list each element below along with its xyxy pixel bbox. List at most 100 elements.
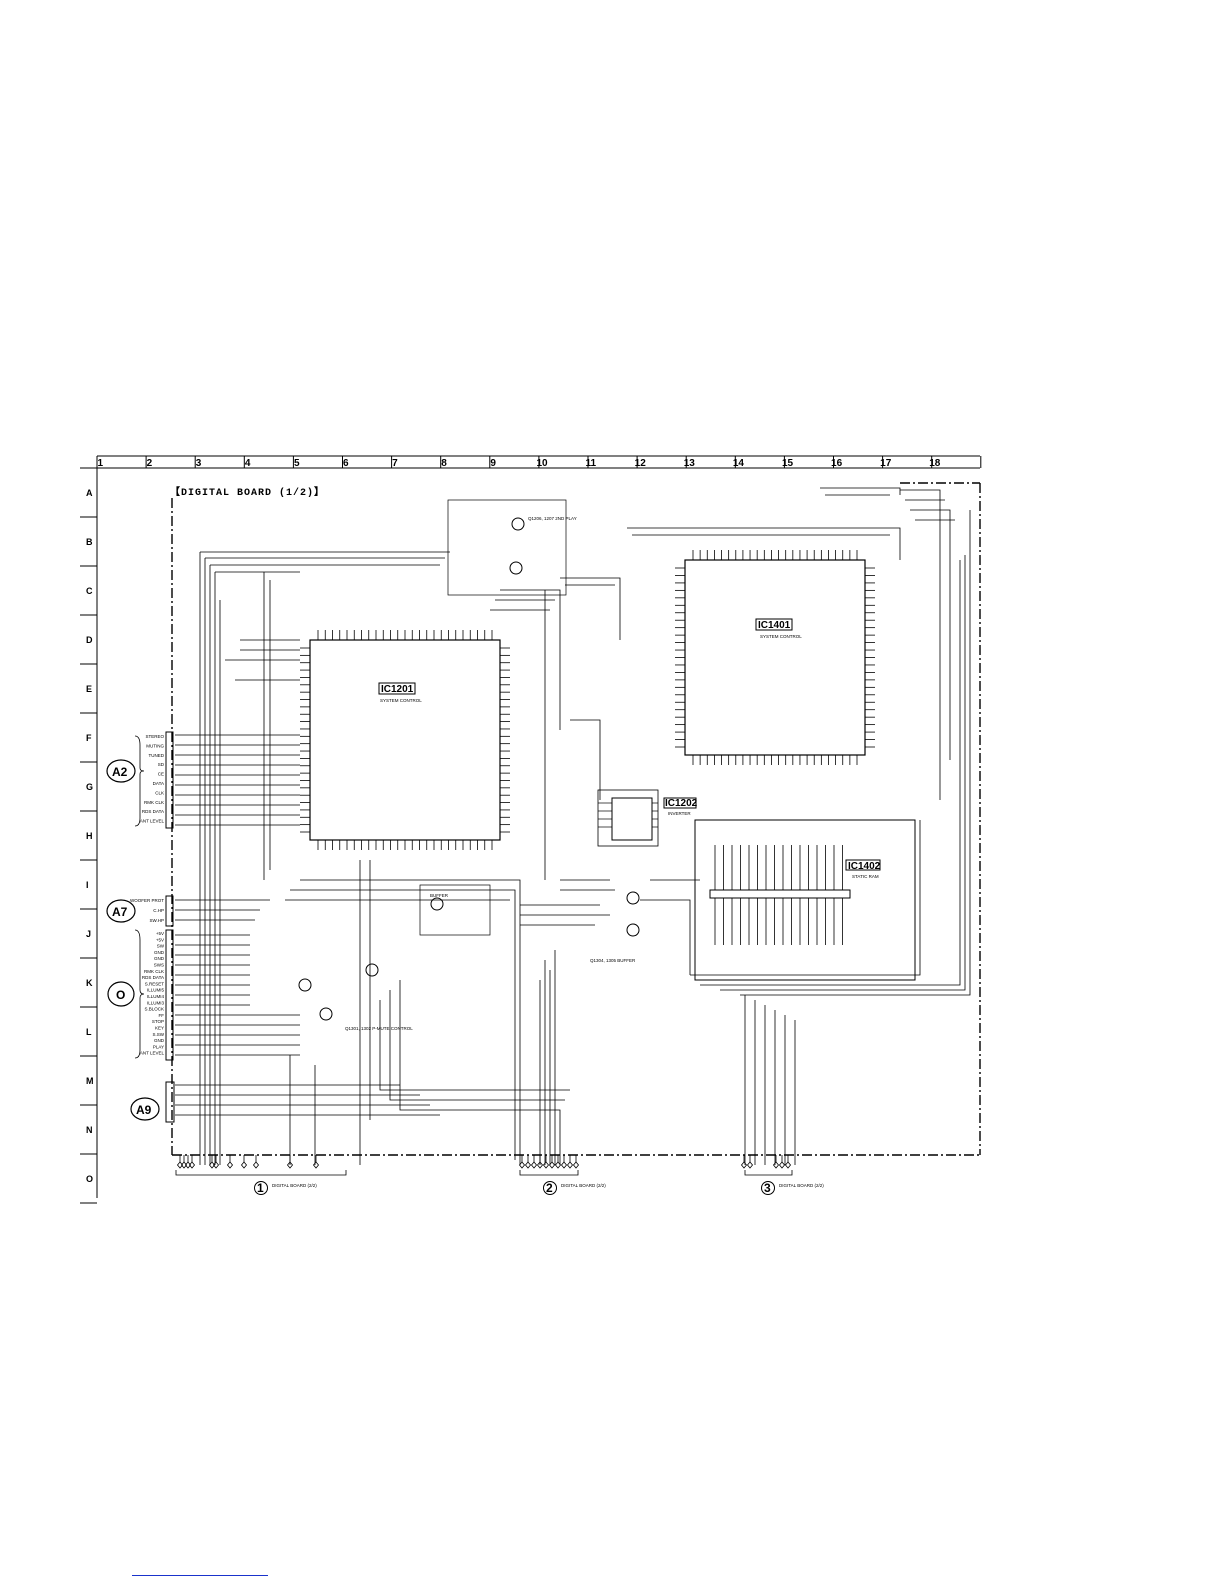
column-label: 2 <box>147 458 153 469</box>
ic1201-function: SYSTEM CONTROL <box>380 698 422 703</box>
row-label: L <box>86 1027 92 1037</box>
connector-signal-label: CE <box>158 772 164 777</box>
footer-ref-3-text: DIGITAL BOARD (2/2) <box>779 1183 824 1188</box>
a7-label: A7 <box>112 905 128 919</box>
column-label: 5 <box>294 458 300 469</box>
ic1202-label: IC1202 <box>665 798 698 809</box>
column-label: 10 <box>536 458 548 469</box>
o-label: O <box>116 988 125 1002</box>
a2-label: A2 <box>112 765 128 779</box>
connector-a7: A7 WOOFER PROT C.HP SW.HP <box>106 895 174 927</box>
row-label: D <box>86 635 93 645</box>
row-label: J <box>86 929 91 939</box>
connector-signal-label: GND <box>154 950 165 955</box>
connector-signal-label: FF <box>159 1013 165 1018</box>
row-label: G <box>86 782 93 792</box>
footer-ref-1: 1 DIGITAL BOARD (2/2) <box>254 1181 317 1195</box>
board-title: 【DIGITAL BOARD (1/2)】 <box>170 485 325 499</box>
connector-signal-label: ANT LEVEL <box>140 819 165 824</box>
connector-signal-label: SWS <box>154 963 164 968</box>
connector-signal-label: KEY <box>155 1026 164 1031</box>
ic1202-block: IC1202 INVERTER <box>597 789 698 847</box>
connector-signal-label: C.HP <box>153 908 164 913</box>
column-label: 3 <box>196 458 202 469</box>
ic1402-label: IC1402 <box>848 861 881 872</box>
connector-signal-label: STEREO <box>145 734 164 739</box>
buffer-label: BUFFER <box>430 893 449 898</box>
transistor-mute: Q1301, 1302 P-MUTE CONTROL <box>298 963 413 1031</box>
column-label: 18 <box>929 458 941 469</box>
column-label: 13 <box>684 458 696 469</box>
connector-signal-label: +5V <box>156 937 164 942</box>
connector-signal-label: SW <box>157 944 165 949</box>
column-label: 8 <box>441 458 447 469</box>
connector-signal-label: RDS DATA <box>142 975 164 980</box>
footer-link-underline[interactable] <box>132 1575 268 1576</box>
footer-ref-2-num: 2 <box>546 1181 553 1195</box>
footer-ref-1-text: DIGITAL BOARD (2/2) <box>272 1183 317 1188</box>
row-label: K <box>86 978 93 988</box>
connector-signal-label: SD <box>158 762 165 767</box>
connector-signal-label: S.BLOCK <box>144 1007 164 1012</box>
column-label: 7 <box>392 458 398 469</box>
connector-signal-label: RDS DATA <box>142 809 164 814</box>
transistor-q1206: Q1206, 1207 2ND PLAY <box>447 499 577 596</box>
connector-signal-label: GND <box>154 956 165 961</box>
mute-label: Q1301, 1302 P-MUTE CONTROL <box>345 1026 413 1031</box>
connector-signal-label: TUNED <box>149 753 165 758</box>
row-label: B <box>86 537 93 547</box>
footer-ref-2-text: DIGITAL BOARD (2/2) <box>561 1183 606 1188</box>
bottom-terminals <box>176 1155 792 1169</box>
row-label: I <box>86 880 89 890</box>
ic1401-block: IC1401 SYSTEM CONTROL <box>675 550 875 765</box>
ic1201-block: IC1201 SYSTEM CONTROL <box>300 630 510 850</box>
column-label: 17 <box>880 458 892 469</box>
connector-signal-label: GND <box>154 1038 165 1043</box>
column-label: 4 <box>245 458 251 469</box>
footer-ref-2: 2 DIGITAL BOARD (2/2) <box>543 1181 606 1195</box>
board-outline <box>171 482 981 1156</box>
transistor-buffer: BUFFER <box>419 884 491 936</box>
connector-signal-label: +5V <box>156 931 164 936</box>
ic1402-block: IC1402 STATIC RAM <box>694 819 916 981</box>
column-label: 11 <box>586 458 597 469</box>
column-label: 15 <box>782 458 794 469</box>
column-label: 16 <box>831 458 843 469</box>
row-ticks <box>80 467 97 1204</box>
column-label: 6 <box>343 458 349 469</box>
column-label: 1 <box>98 458 104 469</box>
row-label: F <box>86 733 92 743</box>
column-label: 14 <box>733 458 745 469</box>
connector-signal-label: SW.HP <box>149 918 164 923</box>
ic1202-function: INVERTER <box>668 811 691 816</box>
connector-signal-label: S.SW <box>152 1032 164 1037</box>
row-label: A <box>86 488 93 498</box>
connector-signal-label: MUTING <box>146 743 164 748</box>
connector-signal-label: WOOFER PROT <box>130 898 164 903</box>
column-label: 9 <box>490 458 496 469</box>
transistor-q1304: Q1304, 1305 BUFFER <box>590 891 640 963</box>
connector-signal-label: S.RESET <box>145 981 165 986</box>
row-label: C <box>86 586 93 596</box>
connector-signal-label: RMK CLK <box>144 800 164 805</box>
ic1402-function: STATIC RAM <box>852 874 879 879</box>
row-label: O <box>86 1174 93 1184</box>
connector-signal-label: ILLUMI3 <box>147 1000 165 1005</box>
footer-ref-3-num: 3 <box>764 1181 771 1195</box>
wiring-traces <box>175 487 971 1165</box>
a9-label: A9 <box>136 1103 152 1117</box>
ic1401-label: IC1401 <box>758 620 791 631</box>
row-label: H <box>86 831 93 841</box>
connector-a9: A9 <box>130 1081 175 1123</box>
column-ticks <box>96 456 982 468</box>
q1206-label: Q1206, 1207 2ND PLAY <box>528 516 577 521</box>
connector-signal-label: ANT LEVEL <box>140 1051 165 1056</box>
connector-signal-label: ILLUMI5 <box>147 988 165 993</box>
connector-signal-label: PLAY <box>153 1044 164 1049</box>
connector-signal-label: ILLUMI4 <box>147 994 165 999</box>
